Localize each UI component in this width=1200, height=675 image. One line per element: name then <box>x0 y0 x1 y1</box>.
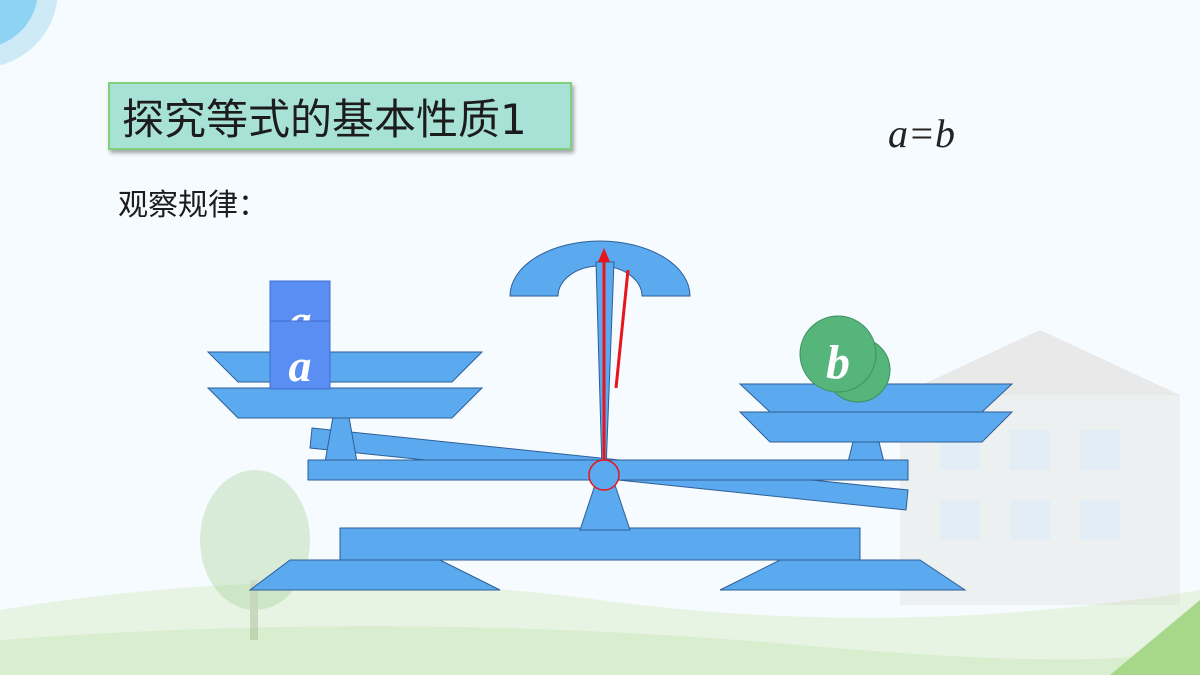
right-pan-lower <box>738 411 1014 443</box>
needle-tilted-line <box>614 269 630 389</box>
corner-triangle-decoration <box>1110 600 1200 675</box>
scale-foot-left <box>248 559 501 591</box>
scale-pivot-circle <box>588 459 620 491</box>
right-pan-balls: b <box>799 315 891 403</box>
balance-scale <box>206 240 1014 591</box>
scale-base-plate <box>339 527 861 561</box>
ground-front-decoration <box>0 626 1200 675</box>
block-a-front <box>269 320 331 390</box>
page-title-text: 探究等式的基本性质1 <box>122 94 527 144</box>
block-a-front-label: a <box>289 340 312 391</box>
scale-dial-arc <box>509 240 691 297</box>
left-pan-upper <box>206 351 484 383</box>
left-pan-lower <box>206 387 484 419</box>
ball-b-front <box>799 315 877 393</box>
observe-rule-label: 观察规律： <box>118 188 268 223</box>
balance-needle <box>588 248 630 491</box>
ball-b-label: b <box>826 336 850 389</box>
scale-foot-right <box>719 559 967 591</box>
needle-arrowhead-icon <box>598 248 610 262</box>
equation-label: a=b <box>888 111 955 156</box>
corner-circle-inner-decoration <box>0 0 38 45</box>
building-decoration <box>900 330 1180 605</box>
left-pan-blocks: a a <box>269 280 331 391</box>
page-title: 探究等式的基本性质1 <box>108 82 572 150</box>
